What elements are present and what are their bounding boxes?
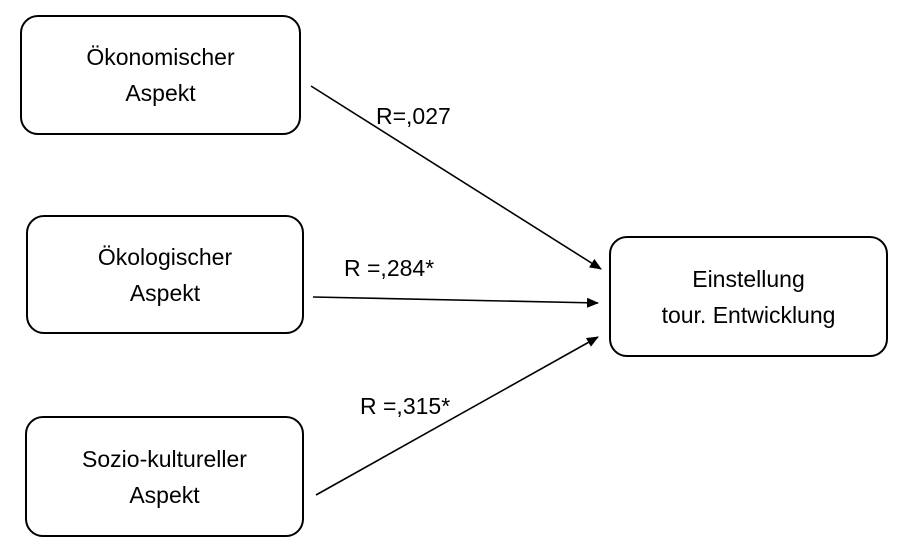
box-einstellung-line1: Einstellung: [692, 265, 805, 292]
arrow-oekonomisch-to-einstellung: [310, 85, 602, 270]
box-oekologischer-aspekt-line1: Ökologischer: [97, 243, 233, 270]
box-oekologischer-aspekt: Ökologischer Aspekt: [26, 215, 304, 334]
arrow-oekologisch-to-einstellung: [312, 296, 599, 308]
box-sozio-kultureller-aspekt-line1: Sozio-kultureller: [82, 445, 247, 472]
box-sozio-kultureller-aspekt-line2: Aspekt: [129, 481, 200, 508]
box-oekologischer-aspekt-line2: Aspekt: [129, 279, 201, 306]
path-label-oekonomisch: R=,027: [376, 103, 451, 129]
path-label-sozio: R =,315*: [360, 393, 451, 419]
path-label-oekologisch: R =,284*: [344, 255, 435, 281]
box-oekonomischer-aspekt-line2: Aspekt: [125, 80, 196, 106]
box-sozio-kultureller-aspekt: Sozio-kultureller Aspekt: [25, 416, 304, 537]
box-einstellung-line2: tour. Entwicklung: [661, 301, 836, 328]
box-oekonomischer-aspekt: Ökonomischer Aspekt: [20, 15, 301, 135]
box-oekonomischer-aspekt-line1: Ökonomischer: [86, 44, 235, 70]
box-einstellung-tour-entwicklung: Einstellung tour. Entwicklung: [609, 236, 888, 357]
arrow-sozio-to-einstellung: [315, 336, 599, 496]
